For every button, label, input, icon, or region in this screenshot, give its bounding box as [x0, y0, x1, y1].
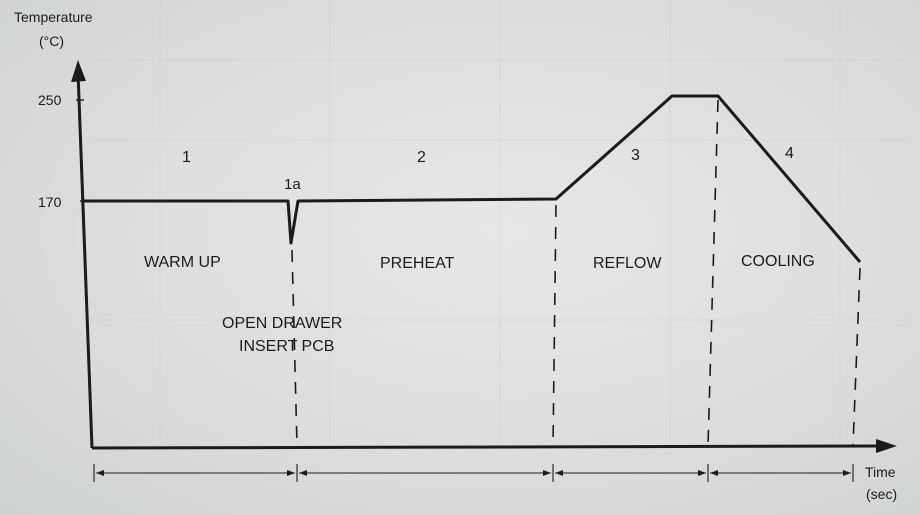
phase-label-cooling: COOLING: [741, 253, 815, 270]
phase-label-preheat: PREHEAT: [380, 255, 455, 272]
phase-number-2: 2: [417, 149, 426, 166]
y-tick-170-label: 170: [38, 194, 62, 210]
boundary-cooling-end: [852, 267, 861, 447]
x-axis-arrow: [876, 439, 897, 453]
y-axis: [76, 71, 94, 449]
y-tick-250-label: 250: [38, 92, 62, 108]
phase-number-1a: 1a: [284, 176, 301, 193]
phase-label-warm-up: WARM UP: [144, 254, 221, 271]
x-axis-title-line2: (sec): [866, 486, 897, 502]
y-axis-title-line1: Temperature: [14, 9, 93, 25]
time-dimension-arrows: [93, 464, 854, 482]
x-axis-title-line1: Time: [865, 464, 896, 480]
y-axis-title-line2: (°C): [39, 33, 64, 49]
boundary-cooling-start: [707, 99, 719, 447]
annotation-insert-pcb: INSERT PCB: [239, 338, 334, 355]
phase-number-1: 1: [182, 149, 191, 166]
phase-number-3: 3: [631, 147, 640, 164]
boundary-reflow-start: [552, 204, 557, 447]
background-grid: [90, 0, 910, 440]
annotation-open-drawer: OPEN DRAWER: [222, 315, 342, 332]
boundary-1a: [291, 249, 298, 447]
phase-label-reflow: REFLOW: [593, 255, 662, 272]
phase-number-4: 4: [785, 145, 794, 162]
temperature-profile-curve: [83, 94, 862, 263]
x-axis: [91, 444, 881, 450]
y-axis-arrow: [71, 60, 86, 82]
